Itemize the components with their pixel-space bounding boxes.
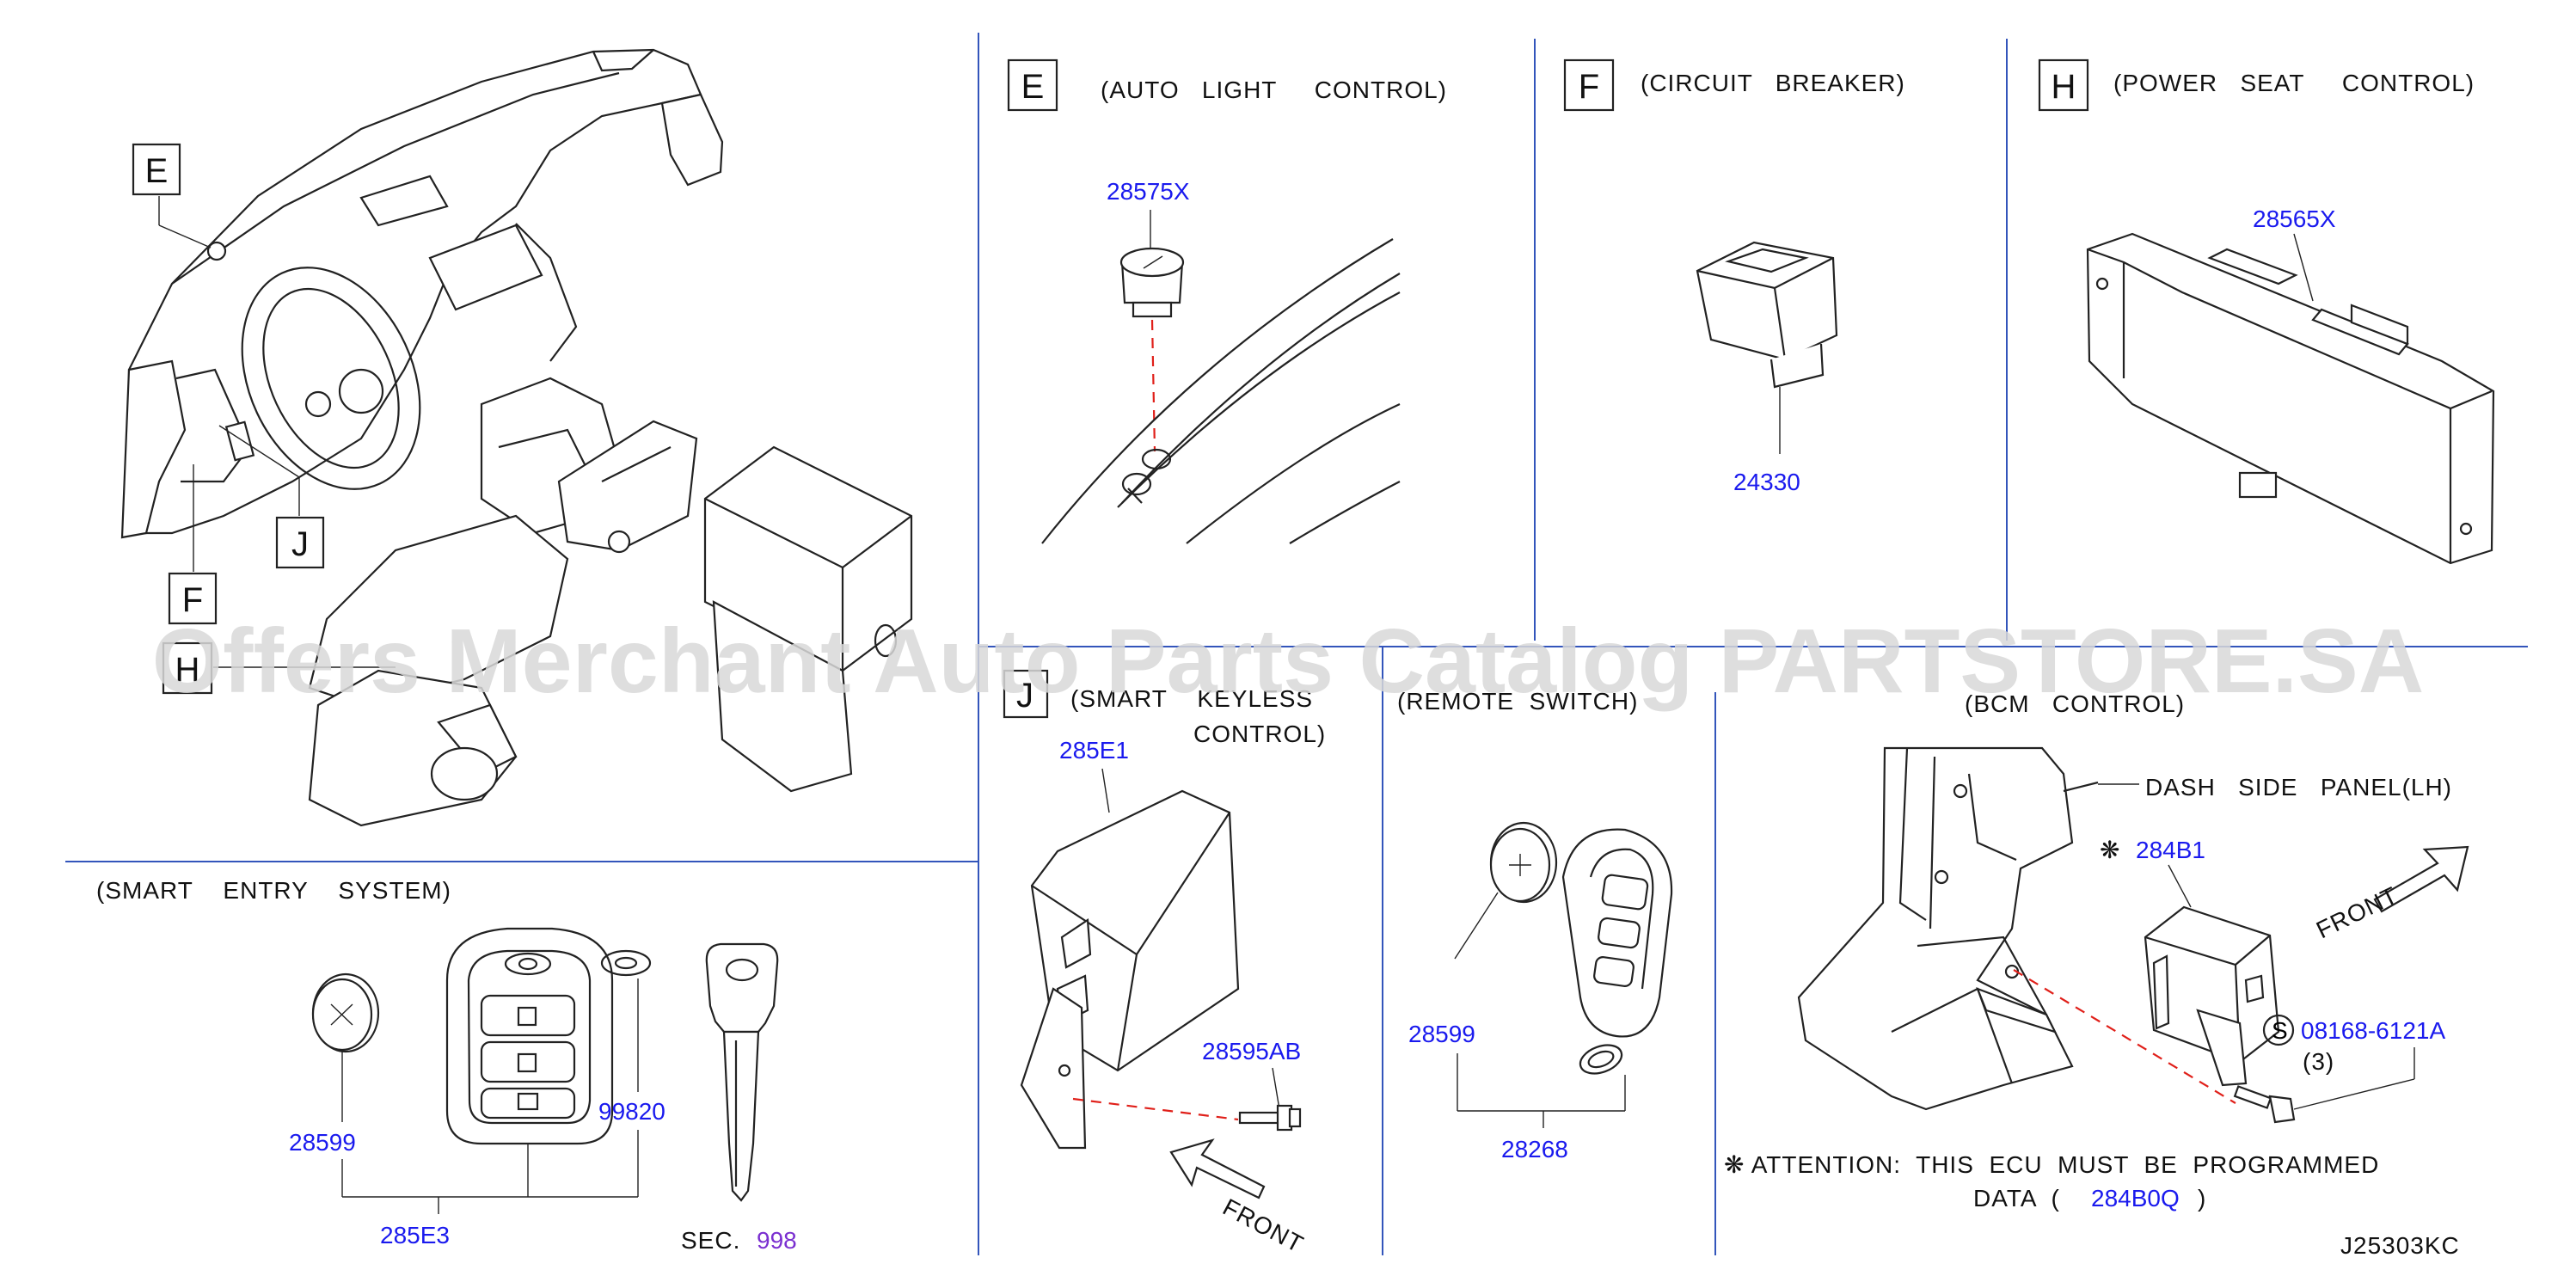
callout-box-j	[275, 516, 325, 569]
section-dividers	[65, 33, 2528, 1255]
part-285e3: 285E3	[380, 1222, 450, 1248]
s-mark-circle	[2262, 1014, 2295, 1046]
guide-line-e	[1150, 319, 1156, 452]
bcm-control-title: (BCM CONTROL)	[1965, 690, 2185, 717]
bolt-qty: (3)	[2303, 1048, 2334, 1075]
sec-number: 998	[757, 1227, 797, 1254]
smart-keyless-control-unit	[1020, 789, 1240, 1150]
section-j-title-line1: (SMART KEYLESS	[1070, 685, 1313, 712]
callout-label-h: H	[175, 651, 200, 689]
callout-label-j: J	[291, 525, 309, 563]
callout-label-e: E	[145, 152, 169, 190]
callout-label-f: F	[182, 581, 203, 619]
dashboard-overview-illustration	[120, 48, 913, 827]
section-smart-entry-system: (SMART ENTRY SYSTEM) 28599	[96, 877, 797, 1254]
section-box-f-label: F	[1579, 68, 1599, 106]
callout-box-h	[162, 641, 213, 695]
part-99820: 99820	[598, 1098, 665, 1125]
part-284b1: 284B1	[2136, 837, 2205, 863]
guide-line-j	[1072, 1097, 1239, 1121]
attention-line2-suffix: )	[2198, 1185, 2206, 1212]
section-box-e	[1007, 58, 1058, 112]
part-28565x: 28565X	[2253, 206, 2336, 232]
s-mark-label: S	[2272, 1017, 2288, 1044]
smart-entry-title: (SMART ENTRY SYSTEM)	[96, 877, 451, 904]
guide-line-bcm	[2013, 969, 2236, 1104]
front-arrow-j: FRONT	[1169, 1138, 1308, 1258]
sec-label: SEC.	[681, 1227, 740, 1254]
section-box-j-label: J	[1016, 677, 1033, 715]
section-box-h-label: H	[2052, 68, 2076, 106]
section-box-h	[2038, 58, 2089, 112]
part-28575x: 28575X	[1107, 178, 1190, 205]
part-28268: 28268	[1501, 1136, 1568, 1163]
part-24330: 24330	[1733, 469, 1800, 495]
mechanical-key	[705, 942, 779, 1202]
overview-callouts: E J F H	[132, 143, 396, 695]
section-box-f	[1563, 58, 1615, 112]
bolt-08168-6121a	[2233, 1085, 2296, 1124]
remote-battery	[1489, 821, 1558, 904]
attention-line1: ❋ ATTENTION: THIS ECU MUST BE PROGRAMMED	[1724, 1151, 2379, 1178]
remote-keyfob	[1561, 828, 1673, 1075]
part-284b0q: 284B0Q	[2091, 1185, 2180, 1212]
part-28595ab: 28595AB	[1202, 1038, 1301, 1064]
infiniti-emblem	[600, 949, 652, 977]
part-08168-6121a: 08168-6121A	[2301, 1017, 2445, 1044]
front-label-bcm: FRONT	[2312, 881, 2402, 943]
part-28599-smart-entry: 28599	[289, 1129, 356, 1156]
circuit-breaker-relay	[1696, 241, 1838, 389]
section-f-circuit-breaker: F (CIRCUIT BREAKER) 24330	[1563, 58, 1905, 495]
attention-line2-prefix: DATA (	[1973, 1185, 2060, 1212]
section-e-auto-light-control: E (AUTO LIGHT CONTROL) 28575X	[1007, 58, 1447, 544]
part-285e1: 285E1	[1059, 737, 1129, 764]
star-284b1: ❋	[2100, 837, 2120, 863]
section-j-smart-keyless-control: J (SMART KEYLESS CONTROL) 285E1 28595AB …	[1003, 669, 1326, 1258]
dash-side-panel-label: DASH SIDE PANEL(LH)	[2145, 774, 2452, 801]
intelligent-key	[445, 927, 614, 1145]
bcm-module	[2144, 905, 2280, 1087]
section-bcm-control: (BCM CONTROL) DASH SIDE PANEL(LH) ❋ 284B…	[1724, 690, 2469, 1212]
section-box-e-label: E	[1021, 68, 1045, 106]
section-remote-switch: (REMOTE SWITCH) 28599 28268	[1397, 688, 1673, 1163]
section-j-title-line2: CONTROL)	[1193, 721, 1326, 747]
callout-box-e	[132, 143, 181, 196]
remote-switch-title: (REMOTE SWITCH)	[1397, 688, 1638, 715]
diagram-code: J25303KC	[2340, 1232, 2460, 1259]
smart-entry-battery	[311, 972, 380, 1053]
section-h-title: (POWER SEAT CONTROL)	[2113, 70, 2475, 96]
front-label-j: FRONT	[1218, 1193, 1308, 1258]
auto-light-sensor	[1119, 247, 1185, 318]
section-box-j	[1003, 669, 1049, 719]
power-seat-control-unit	[2086, 232, 2495, 565]
front-arrow-bcm: FRONT	[2312, 845, 2469, 943]
callout-box-f	[168, 572, 218, 625]
section-h-power-seat-control: H (POWER SEAT CONTROL) 28565X	[2038, 58, 2495, 565]
watermark: Offers Merchant Auto Parts Catalog PARTS…	[152, 610, 2425, 712]
part-28599-remote: 28599	[1408, 1021, 1475, 1047]
section-f-title: (CIRCUIT BREAKER)	[1641, 70, 1905, 96]
dash-side-panel-illustration	[1797, 746, 2099, 1111]
section-e-title: (AUTO LIGHT CONTROL)	[1101, 77, 1447, 103]
bolt-28595ab	[1238, 1104, 1302, 1132]
